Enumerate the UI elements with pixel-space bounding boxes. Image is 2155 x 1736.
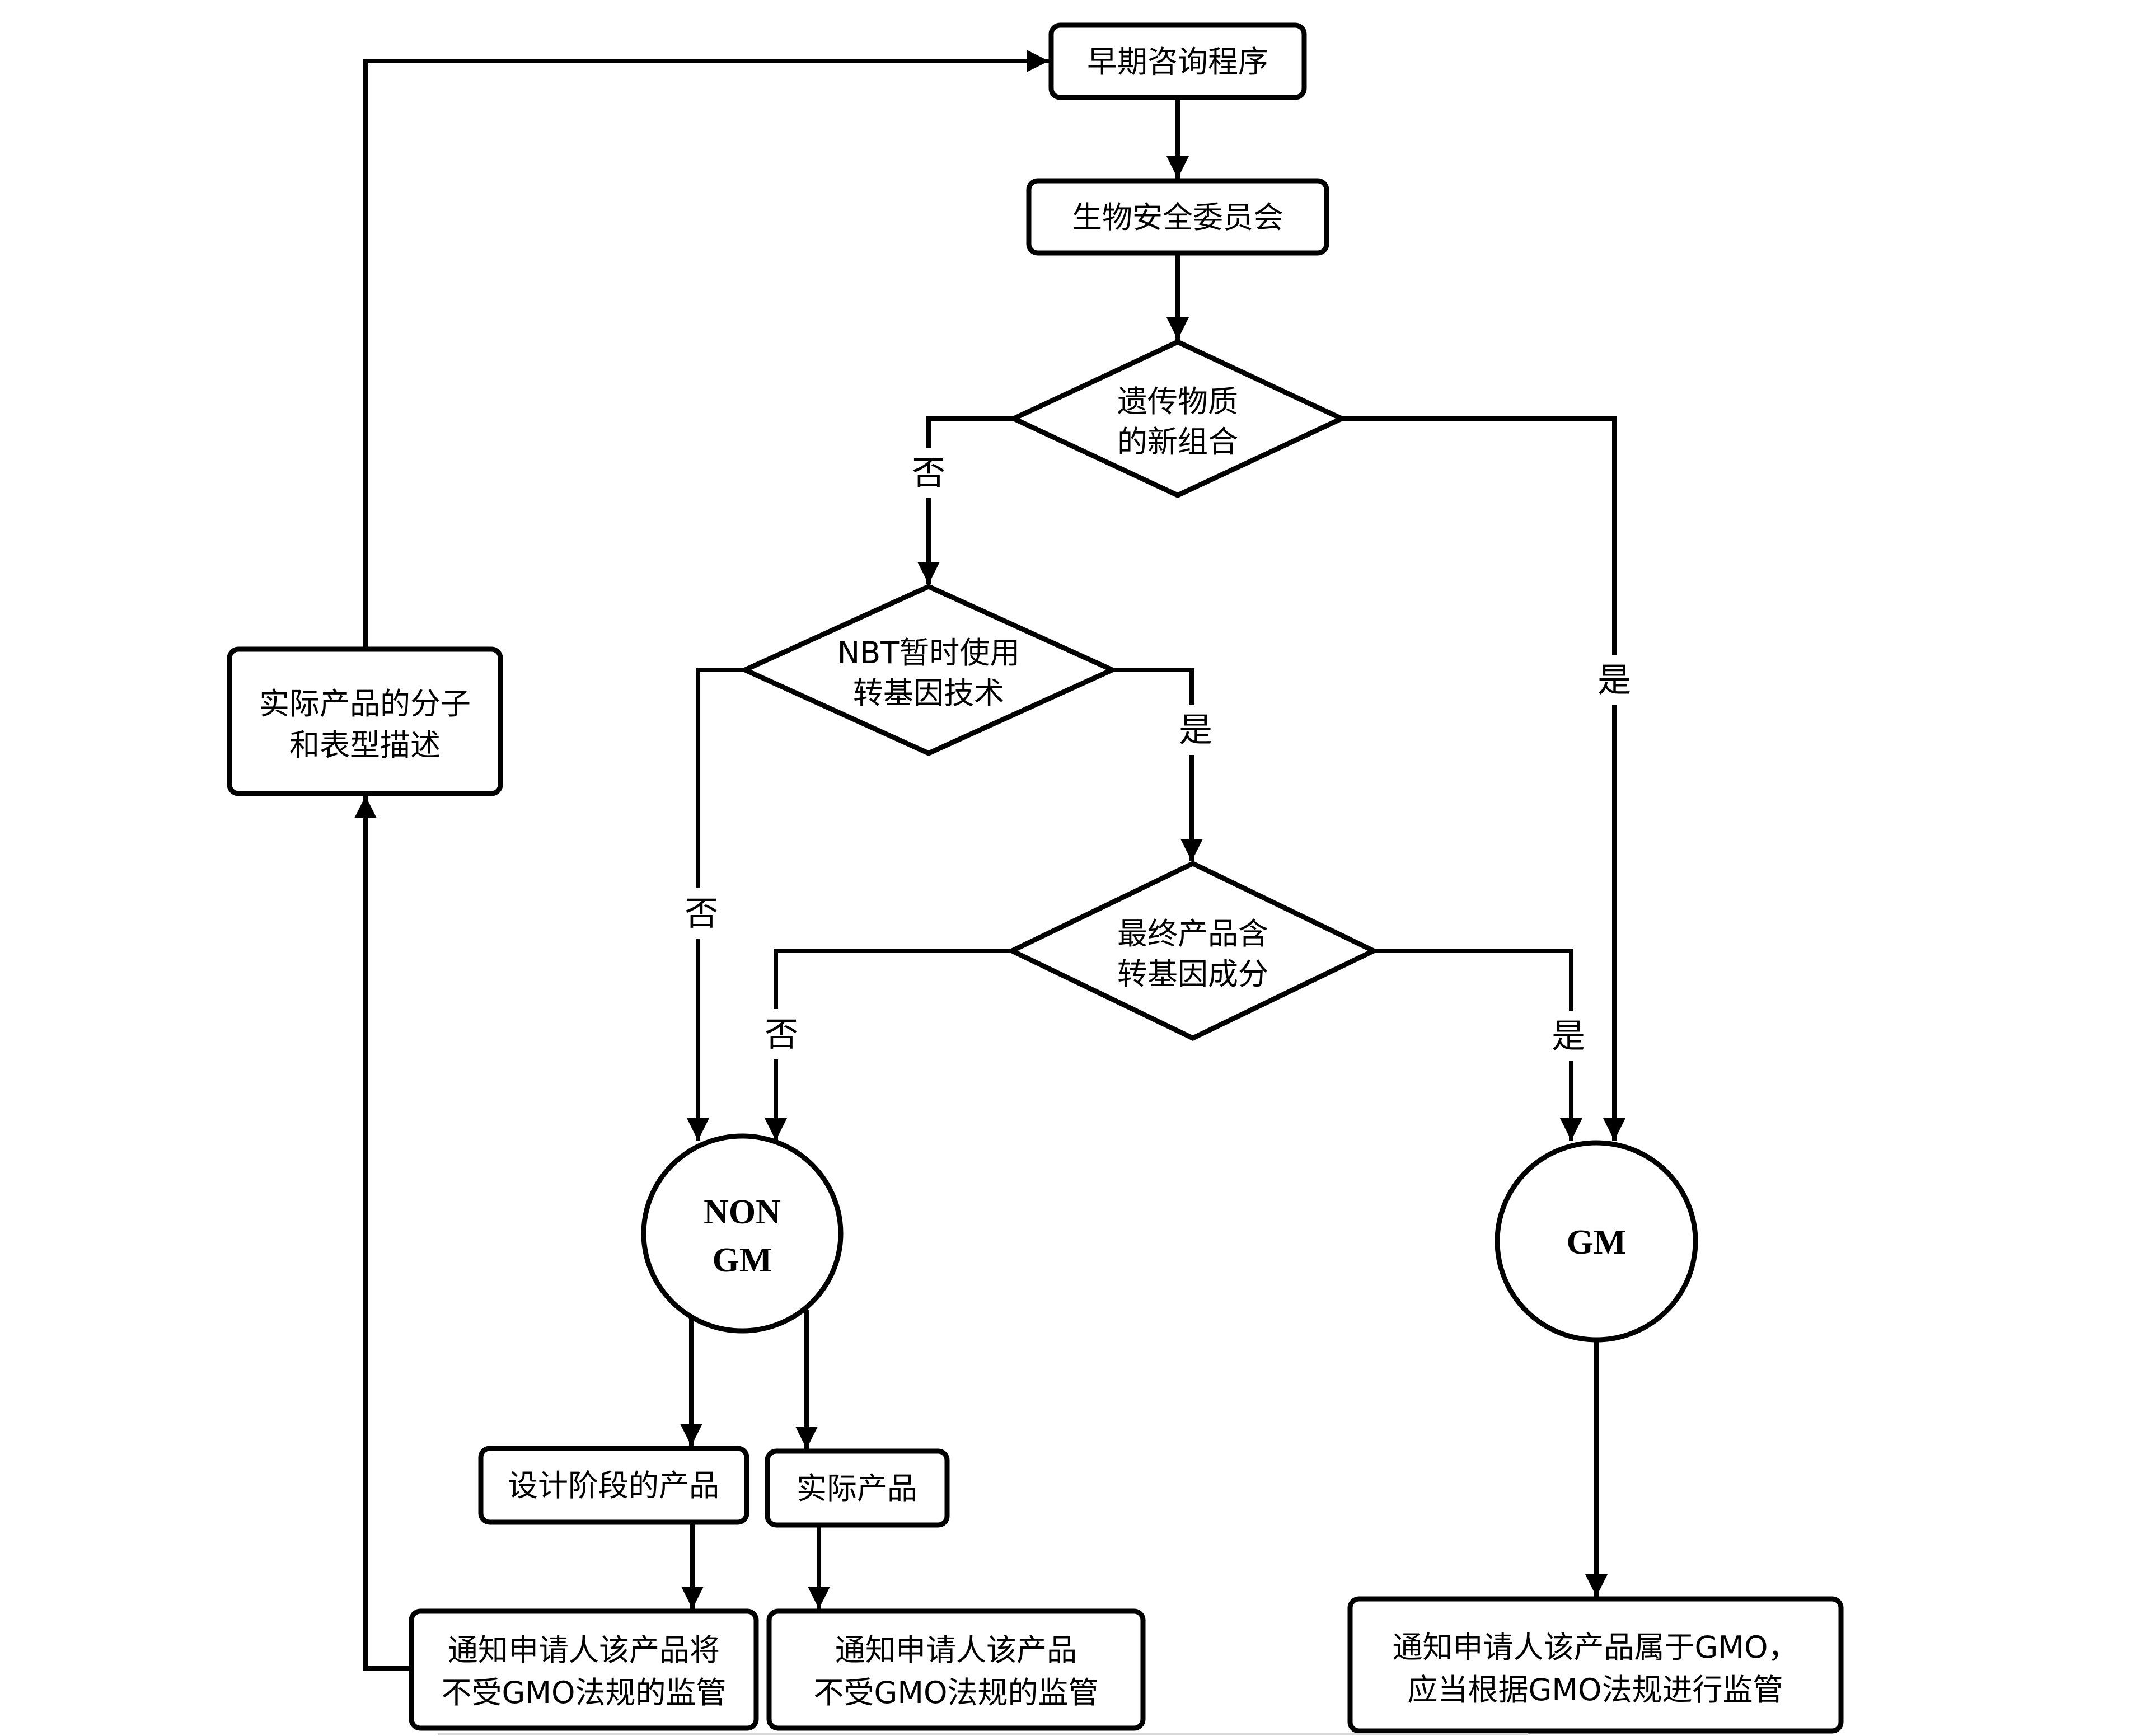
edge-label-d2-yes: 是 — [1179, 711, 1212, 750]
node-label-line2: GM — [713, 1241, 772, 1279]
node-biosafety-committee: 生物安全委员会 — [1026, 178, 1329, 256]
node-label: 实际产品 — [797, 1471, 917, 1506]
edges — [354, 50, 1625, 1671]
node-label-line1: 通知申请人该产品将 — [448, 1632, 720, 1668]
edge-notice-to-description — [354, 796, 411, 1671]
node-label: 生物安全委员会 — [1072, 200, 1283, 235]
decision-new-combination: 遗传物质 的新组合 — [1008, 339, 1348, 498]
edge-decision2-no — [687, 668, 745, 1141]
node-label-line1: NON — [704, 1193, 781, 1231]
decision-nbt-transgenic: NBT暂时使用 转基因技术 — [739, 584, 1118, 756]
edge-label-d3-yes: 是 — [1552, 1017, 1585, 1056]
node-label-line1: 最终产品含 — [1117, 916, 1268, 951]
edge-decision1-no — [917, 416, 1014, 584]
node-label-line1: 通知申请人该产品属于GMO， — [1393, 1630, 1798, 1665]
node-design-stage-product: 设计阶段的产品 — [478, 1446, 749, 1525]
edge-decision1-yes — [1342, 416, 1625, 1141]
node-actual-product: 实际产品 — [765, 1448, 950, 1528]
node-label-line1: 遗传物质 — [1117, 384, 1238, 419]
node-label-line2: 不受GMO法规的监管 — [442, 1675, 727, 1710]
decision-final-product: 最终产品含 转基因成分 — [1006, 861, 1380, 1041]
node-label-line2: 应当根据GMO法规进行监管 — [1408, 1672, 1783, 1707]
edge-label-d2-no: 否 — [685, 894, 718, 933]
node-label-line1: 实际产品的分子 — [259, 686, 471, 721]
node-notice-design-not-regulated: 通知申请人该产品将 不受GMO法规的监管 — [409, 1608, 759, 1731]
edge-decision2-yes — [1112, 668, 1203, 861]
edge-labels: 否 是 否 是 否 是 — [679, 448, 1637, 1061]
node-label-line2: 的新组合 — [1117, 424, 1238, 459]
node-notice-actual-not-regulated: 通知申请人该产品 不受GMO法规的监管 — [766, 1608, 1146, 1731]
edge-decision3-no — [765, 949, 1012, 1141]
node-label-line1: NBT暂时使用 — [837, 635, 1020, 670]
edge-decision3-yes — [1374, 949, 1582, 1141]
node-label-line2: 转基因成分 — [1117, 956, 1268, 992]
result-non-gm: NON GM — [641, 1133, 844, 1334]
node-early-consultation: 早期咨询程序 — [1048, 22, 1307, 100]
node-label-line2: 和表型描述 — [289, 728, 441, 763]
result-gm: GM — [1495, 1140, 1698, 1343]
node-label-line1: 通知申请人该产品 — [835, 1632, 1077, 1668]
node-label: GM — [1567, 1223, 1627, 1261]
node-notice-gmo-regulated: 通知申请人该产品属于GMO， 应当根据GMO法规进行监管 — [1347, 1596, 1844, 1734]
node-label-line2: 不受GMO法规的监管 — [814, 1675, 1099, 1710]
node-label: 早期咨询程序 — [1087, 44, 1268, 79]
edge-label-d1-no: 否 — [912, 454, 945, 493]
node-molecular-description: 实际产品的分子 和表型描述 — [227, 646, 503, 796]
edge-label-d3-no: 否 — [765, 1015, 798, 1054]
node-label: 设计阶段的产品 — [508, 1468, 719, 1503]
node-label-line2: 转基因技术 — [853, 675, 1004, 711]
edge-label-d1-yes: 是 — [1597, 661, 1631, 700]
edge-description-to-consultation — [363, 50, 1049, 649]
